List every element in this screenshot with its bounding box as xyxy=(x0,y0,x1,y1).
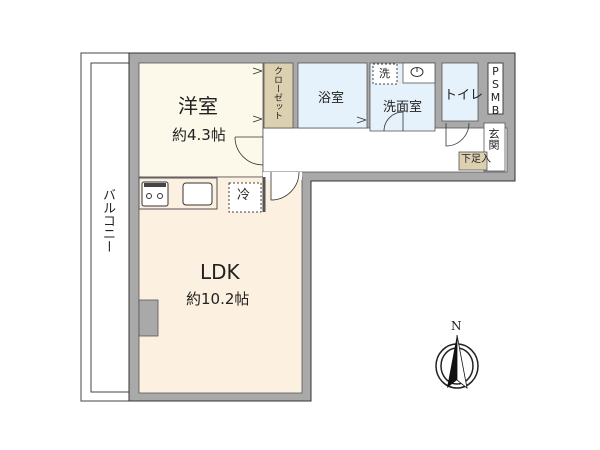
ldk-floor xyxy=(138,176,303,394)
ldk-name: LDK xyxy=(200,260,240,284)
door-ldk xyxy=(270,171,300,201)
toilet-room xyxy=(441,62,479,122)
sink-basin-icon xyxy=(182,182,213,206)
bathroom xyxy=(297,62,368,129)
ldk-area: 約10.2帖 xyxy=(186,290,250,308)
fridge-space xyxy=(228,182,262,213)
psmb-box xyxy=(487,62,504,115)
entrance xyxy=(483,122,506,172)
fridge-label: 冷 xyxy=(237,188,251,203)
sink-icon xyxy=(410,67,424,77)
bathroom-label: 浴室 xyxy=(318,91,345,106)
entrance-label: 玄関 xyxy=(487,128,500,150)
shoe-box-label: 下足入 xyxy=(461,154,491,165)
door-western xyxy=(234,136,264,166)
shoe-box xyxy=(458,151,488,171)
toilet-label: トイレ xyxy=(444,88,484,103)
door-washroom xyxy=(383,111,404,132)
pillar xyxy=(138,299,159,337)
compass-north-label: N xyxy=(451,319,462,333)
western-room-floor xyxy=(138,62,264,178)
psmb-label: PSMB xyxy=(489,65,502,117)
balcony-label: バルコニー xyxy=(100,188,115,253)
stove-icon xyxy=(141,181,169,207)
western-room-area: 約4.3帖 xyxy=(172,126,226,144)
washroom-label: 洗面室 xyxy=(383,100,423,115)
western-room-name: 洋室 xyxy=(178,94,218,118)
compass-icon xyxy=(435,334,479,389)
closet xyxy=(263,62,294,129)
closet-label: クローゼット xyxy=(272,66,282,120)
washer-label: 洗 xyxy=(379,67,390,80)
washer-space xyxy=(372,63,398,85)
door-toilet xyxy=(445,122,470,147)
